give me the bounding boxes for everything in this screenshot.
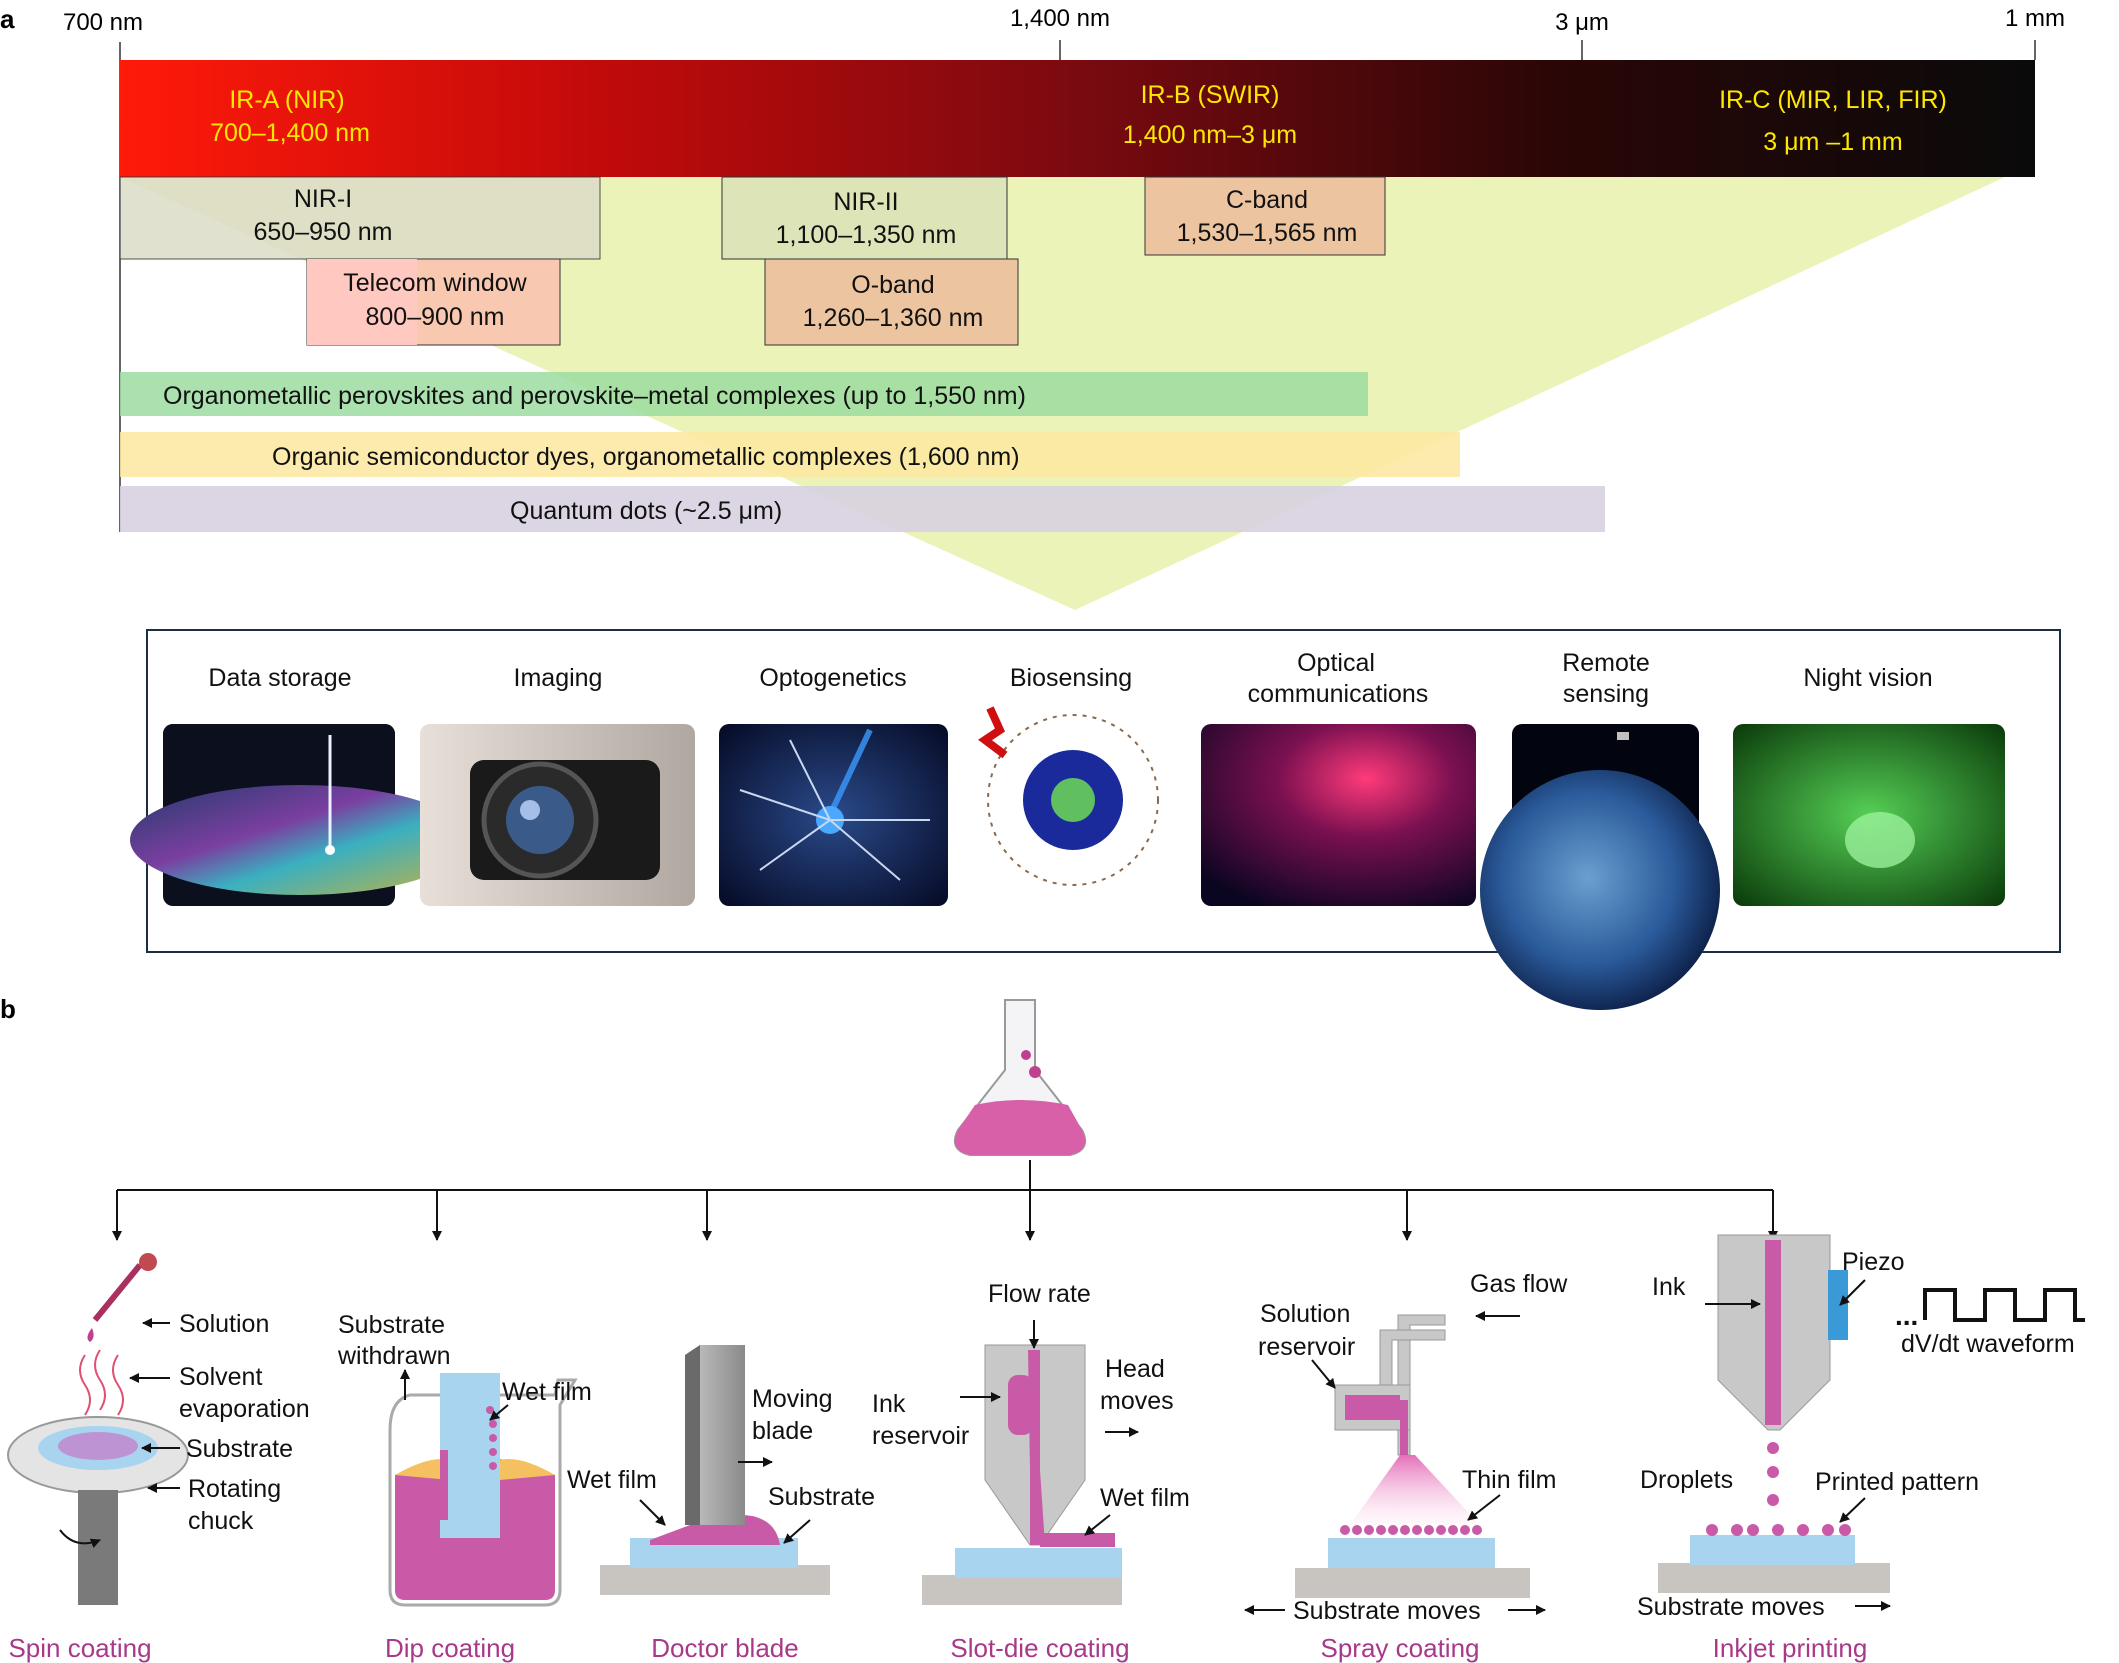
tick-label-3um: 3 μm — [1555, 9, 1609, 36]
app-label-optical-communications-2: communications — [1248, 680, 1429, 708]
app-label-optical-communications-1: Optical — [1297, 649, 1375, 677]
blade-substrate-label: Substrate — [768, 1483, 875, 1511]
o-band-name: O-band — [851, 271, 934, 299]
spray-gas-flow-label: Gas flow — [1470, 1270, 1568, 1298]
quantum-dots-band — [120, 486, 1605, 532]
o-band-window — [764, 258, 1019, 346]
nir-ii-range: 1,100–1,350 nm — [776, 221, 957, 249]
ir-spectrum-bar — [120, 60, 2035, 177]
blade-moving-label-1: Moving — [752, 1385, 833, 1413]
telecom-name: Telecom window — [343, 269, 527, 297]
inkjet-printing-diagram: ... — [1658, 1234, 2085, 1593]
method-inkjet-printing: Inkjet printing — [1713, 1633, 1868, 1663]
c-band-range: 1,530–1,565 nm — [1177, 219, 1358, 247]
perovskites-label: Organometallic perovskites and perovskit… — [163, 382, 1026, 410]
nir-ii-window — [721, 176, 1008, 260]
ir-c-name: IR-C (MIR, LIR, FIR) — [1719, 86, 1947, 114]
spray-reservoir-label-1: Solution — [1260, 1300, 1350, 1328]
ir-b-range: 1,400 nm–3 μm — [1123, 121, 1297, 149]
spray-reservoir-label-2: reservoir — [1258, 1333, 1355, 1361]
dip-withdrawn-label-2: withdrawn — [337, 1342, 451, 1370]
remote-sensing-image — [1480, 724, 1720, 1010]
app-label-data-storage: Data storage — [208, 664, 351, 692]
panel-b-label: b — [0, 994, 16, 1024]
perovskites-band — [120, 372, 1368, 416]
spin-substrate-label: Substrate — [186, 1435, 293, 1463]
slot-ink-label-2: reservoir — [872, 1422, 969, 1450]
spin-chuck-label-2: chuck — [188, 1507, 254, 1535]
nir-i-name: NIR-I — [294, 185, 352, 213]
nir-ii-name: NIR-II — [833, 188, 898, 216]
c-band-window — [1144, 176, 1386, 256]
inkjet-pattern-label: Printed pattern — [1815, 1468, 1979, 1496]
inkjet-piezo-label: Piezo — [1842, 1248, 1905, 1276]
distribution-arrows — [112, 1160, 1778, 1241]
spin-chuck-label-1: Rotating — [188, 1475, 281, 1503]
tick-label-700nm: 700 nm — [63, 9, 143, 36]
slot-wet-film-label: Wet film — [1100, 1484, 1190, 1512]
method-slot-die-coating: Slot-die coating — [950, 1633, 1129, 1663]
ir-a-name: IR-A (NIR) — [229, 86, 344, 114]
night-vision-image — [1733, 724, 2005, 906]
organic-dyes-label: Organic semiconductor dyes, organometall… — [272, 443, 1020, 471]
dip-wet-film-label: Wet film — [502, 1378, 592, 1406]
app-label-optogenetics: Optogenetics — [759, 664, 906, 692]
method-spray-coating: Spray coating — [1321, 1633, 1480, 1663]
slot-ink-label-1: Ink — [872, 1390, 906, 1418]
app-label-remote-sensing-1: Remote — [1562, 649, 1650, 677]
o-band-range: 1,260–1,360 nm — [803, 304, 984, 332]
blade-wet-film-label: Wet film — [567, 1466, 657, 1494]
spin-coating-diagram — [7, 1253, 189, 1605]
nir-i-window — [119, 176, 601, 260]
organic-dyes-band — [120, 432, 1460, 477]
spin-solvent-label-2: evaporation — [179, 1395, 310, 1423]
slot-head-label-1: Head — [1105, 1355, 1165, 1383]
spin-solution-label: Solution — [179, 1310, 269, 1338]
svg-text:...: ... — [1895, 1300, 1918, 1331]
applications-box — [146, 629, 2061, 953]
slot-die-diagram — [922, 1320, 1122, 1605]
tick-label-1mm: 1 mm — [2005, 5, 2065, 32]
nir-i-range: 650–950 nm — [253, 218, 392, 246]
app-label-remote-sensing-2: sensing — [1563, 680, 1649, 708]
ir-a-range: 700–1,400 nm — [210, 119, 370, 147]
blade-moving-label-2: blade — [752, 1417, 813, 1445]
optogenetics-image — [719, 724, 948, 906]
app-label-night-vision: Night vision — [1803, 664, 1932, 692]
ir-b-name: IR-B (SWIR) — [1141, 81, 1280, 109]
quantum-dots-label: Quantum dots (~2.5 μm) — [510, 497, 782, 525]
spray-coating-diagram — [1295, 1314, 1530, 1598]
telecom-range: 800–900 nm — [365, 303, 504, 331]
app-label-biosensing: Biosensing — [1010, 664, 1132, 692]
app-label-imaging: Imaging — [514, 664, 603, 692]
slot-flow-rate-label: Flow rate — [988, 1280, 1091, 1308]
optical-communications-image — [1201, 724, 1476, 906]
tick-label-1400nm: 1,400 nm — [1010, 5, 1110, 32]
inkjet-substrate-moves-label: Substrate moves — [1637, 1593, 1825, 1621]
biosensing-image — [978, 706, 1159, 886]
inkjet-waveform-label: dV/dt waveform — [1901, 1330, 2075, 1358]
doctor-blade-diagram — [600, 1345, 830, 1595]
panel-a-label: a — [0, 4, 15, 34]
c-band-name: C-band — [1226, 186, 1308, 214]
data-storage-image — [130, 724, 470, 906]
inkjet-ink-label: Ink — [1652, 1273, 1686, 1301]
dip-withdrawn-label-1: Substrate — [338, 1311, 445, 1339]
flask-icon — [954, 999, 1086, 1156]
spray-substrate-moves-label: Substrate moves — [1293, 1597, 1481, 1625]
method-spin-coating: Spin coating — [8, 1633, 151, 1663]
imaging-image — [420, 724, 695, 906]
spray-thin-film-label: Thin film — [1462, 1466, 1556, 1494]
slot-head-label-2: moves — [1100, 1387, 1174, 1415]
method-dip-coating: Dip coating — [385, 1633, 515, 1663]
ir-c-range: 3 μm –1 mm — [1763, 128, 1902, 156]
method-doctor-blade: Doctor blade — [651, 1633, 798, 1663]
spin-solvent-label-1: Solvent — [179, 1363, 262, 1391]
inkjet-droplets-label: Droplets — [1640, 1466, 1733, 1494]
dip-coating-diagram — [388, 1369, 578, 1607]
